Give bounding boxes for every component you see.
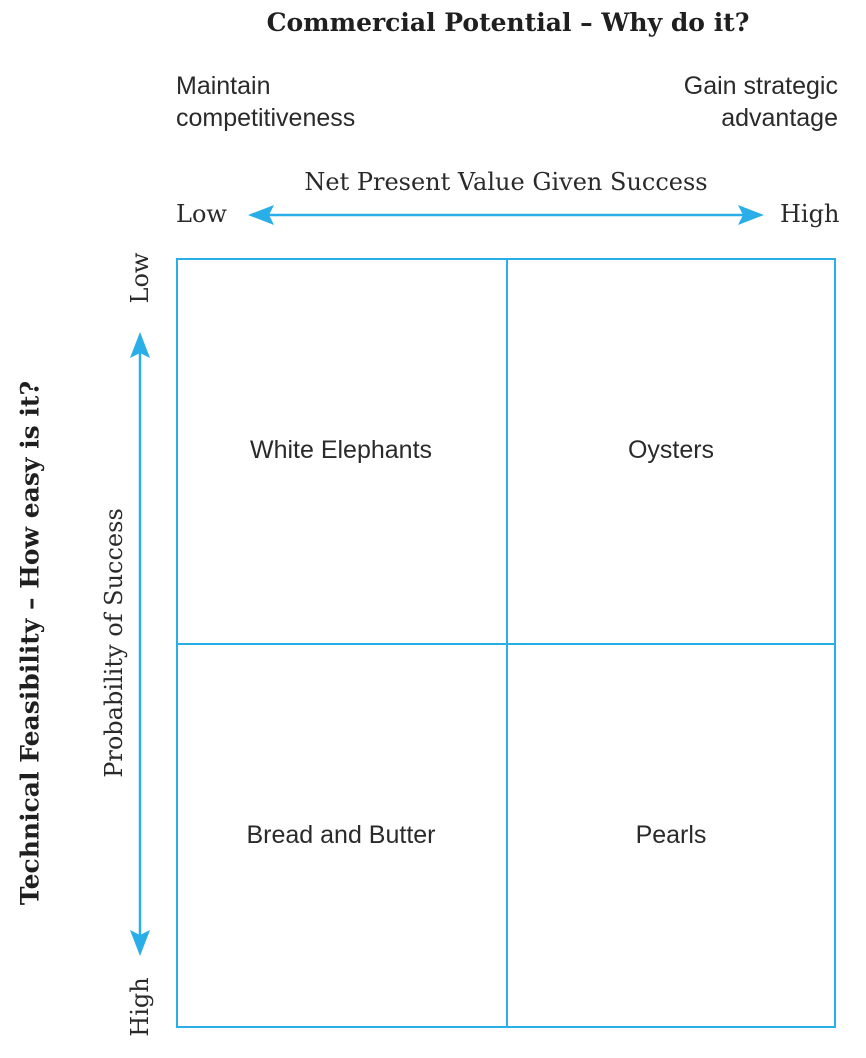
quadrant-white-elephants: White Elephants xyxy=(249,436,433,464)
commercial-high-label: Gain strategic advantage xyxy=(578,70,838,134)
quadrant-pearls: Pearls xyxy=(635,821,707,849)
x-axis-title: Net Present Value Given Success xyxy=(304,168,708,196)
quadrant-oysters: Oysters xyxy=(627,436,715,464)
matrix-horizontal-divider xyxy=(176,643,836,645)
x-axis-low-label: Low xyxy=(176,200,227,228)
vertical-arrow xyxy=(130,332,150,956)
commercial-low-line-2: competitiveness xyxy=(176,104,356,132)
quadrant-bread-and-butter: Bread and Butter xyxy=(246,821,436,849)
commercial-high-line-1: Gain strategic xyxy=(683,72,838,100)
commercial-low-label: Maintain competitiveness xyxy=(176,70,436,134)
commercial-low-line-1: Maintain xyxy=(176,72,271,100)
diagram-title: Commercial Potential – Why do it? xyxy=(266,8,750,37)
x-axis-high-label: High xyxy=(780,200,840,228)
commercial-high-line-2: advantage xyxy=(721,104,838,132)
horizontal-arrow xyxy=(248,205,764,225)
